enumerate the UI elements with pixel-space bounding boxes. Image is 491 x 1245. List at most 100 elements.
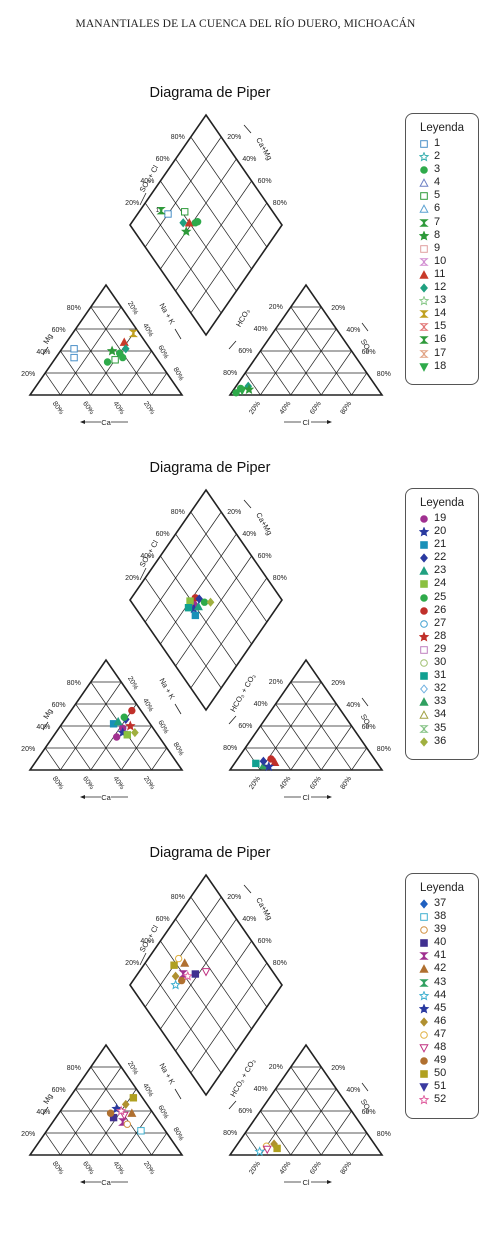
anion-triangle-gridline (275, 328, 322, 396)
legend-item: 33 (406, 695, 478, 708)
tick-label: 60% (309, 775, 323, 790)
legend-item: 9 (406, 242, 478, 255)
legend-label: 2 (434, 150, 441, 163)
legend-marker (420, 606, 428, 615)
marker-triangle-down-open (201, 968, 211, 977)
axis-arrow (361, 697, 369, 707)
marker-square (420, 939, 428, 948)
marker-star (419, 631, 430, 642)
tick-label: 40% (112, 400, 126, 415)
legend-marker (419, 978, 429, 987)
cl-arrow-head (327, 1180, 332, 1184)
axis-arrow (139, 192, 147, 206)
axis-arrow (243, 499, 252, 509)
cl-arrow-head (327, 795, 332, 799)
legend-item: 38 (406, 910, 478, 923)
tick-label: 40% (140, 178, 154, 185)
anion-triangle-outline (228, 658, 384, 771)
anion-triangle-gridline (260, 306, 322, 396)
tick-label: 20% (248, 400, 262, 415)
legend-marker (419, 218, 429, 227)
legend-item: 26 (406, 604, 478, 617)
diamond-outline (129, 113, 283, 337)
tick-label: 80% (67, 1065, 81, 1072)
anion-triangle-outline (228, 1043, 384, 1156)
piper-svg: 80%60%40%20%20%40%60%80%20%40%60%80%20%4… (21, 873, 391, 1187)
diamond-gridline (160, 158, 237, 270)
legend-label: 34 (434, 708, 447, 721)
tick-label: 20% (331, 1065, 345, 1072)
marker-hourglass-open (419, 349, 429, 358)
axis-label-ca-mg: Ca+Mg (254, 511, 274, 537)
tick-label: 80% (339, 1160, 353, 1175)
legend-marker (420, 684, 428, 694)
marker-triangle-down-open (262, 1145, 272, 1155)
marker-square (420, 541, 428, 549)
tick-label: 60% (52, 327, 66, 334)
tick-label: 80% (172, 741, 185, 757)
marker-circle (103, 358, 112, 366)
axis-label-na-k: Na + K (157, 1061, 176, 1086)
marker-triangle-down (237, 386, 247, 396)
marker-diamond (420, 899, 428, 909)
axis-label-mg: Mg (41, 1092, 54, 1106)
anion-triangle-gridline (290, 681, 352, 771)
marker-triangle (419, 697, 429, 707)
tick-label: 20% (125, 960, 139, 967)
legend-item: 42 (406, 962, 478, 975)
marker-circle (420, 1057, 428, 1065)
legend-label: 28 (434, 629, 447, 642)
legend-label: 10 (434, 254, 447, 267)
marker-square (129, 1094, 138, 1102)
tick-label: 20% (142, 775, 156, 790)
marker-circle (112, 733, 121, 741)
marker-star-open (254, 1146, 265, 1157)
cation-triangle-outline (28, 283, 184, 396)
marker-diamond (121, 1099, 130, 1109)
tick-label: 60% (52, 702, 66, 709)
axis-arrow (243, 124, 252, 134)
tick-label: 80% (339, 400, 353, 415)
marker-triangle (270, 757, 280, 766)
diamond-gridline (190, 511, 268, 623)
piper-diamond (129, 488, 283, 712)
marker-triangle-open (419, 178, 429, 188)
diamond-gridline (190, 136, 268, 248)
tick-label: 60% (156, 1104, 169, 1120)
marker-square-open (70, 345, 78, 353)
marker-diamond (206, 597, 215, 607)
marker-diamond-open (420, 684, 428, 694)
diamond-gridline (190, 896, 268, 1008)
marker-triangle (119, 337, 129, 346)
marker-square (420, 580, 428, 589)
tick-label: 20% (126, 675, 139, 691)
marker-circle (106, 1109, 115, 1117)
axis-arrow (228, 1100, 237, 1110)
anion-triangle (228, 658, 384, 771)
legend-label: 5 (434, 189, 441, 202)
tick-label: 80% (51, 400, 65, 415)
tick-label: 80% (223, 1130, 237, 1137)
marker-diamond (179, 218, 188, 228)
legend-marker (419, 1095, 430, 1105)
legend-item: 52 (406, 1093, 478, 1106)
tick-label: 80% (273, 200, 287, 207)
legend-marker (420, 1070, 428, 1079)
marker-square-open (420, 140, 428, 148)
legend-label: 38 (434, 910, 447, 923)
axis-label-ca-mg: Ca+Mg (254, 896, 274, 922)
legend-label: 31 (434, 669, 447, 682)
legend-marker (420, 140, 428, 148)
diamond-gridline (190, 577, 268, 689)
tick-label: 20% (269, 1064, 283, 1071)
tick-label: 60% (258, 938, 272, 945)
legend-marker (420, 926, 428, 934)
legend-marker (419, 990, 430, 1001)
legend-marker (419, 178, 429, 188)
axis-arrow (42, 721, 49, 731)
legend-marker (419, 323, 429, 332)
diamond-gridline (160, 180, 237, 292)
legend-marker (419, 336, 429, 345)
legend-item: 47 (406, 1028, 478, 1041)
